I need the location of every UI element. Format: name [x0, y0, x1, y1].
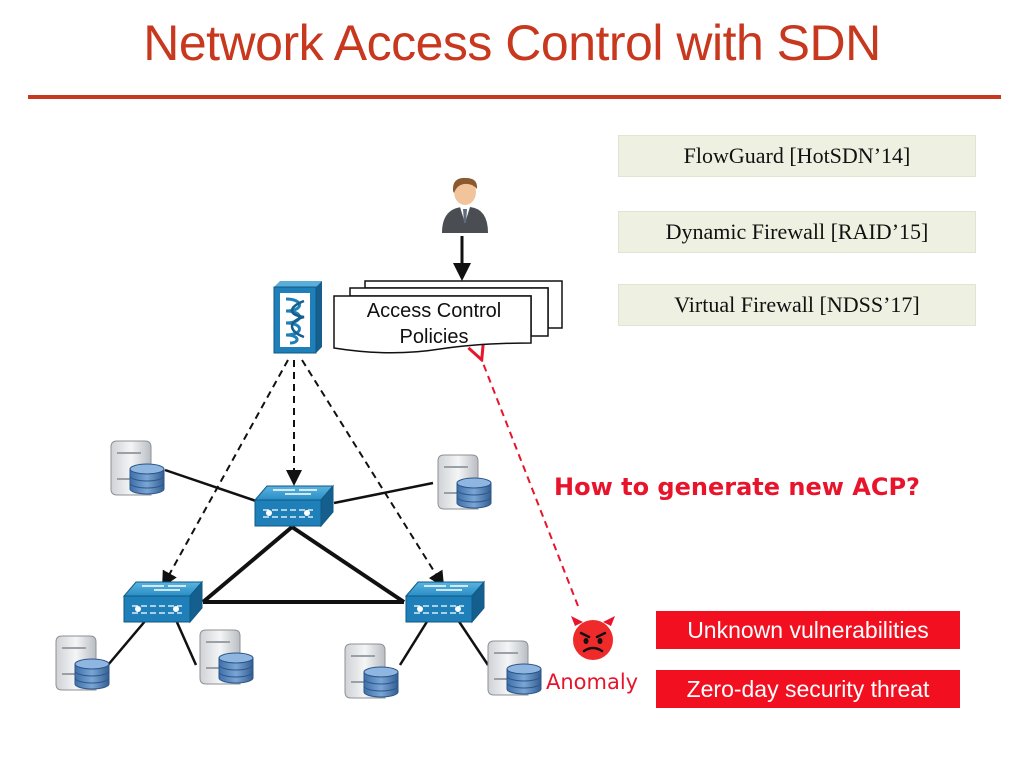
title-divider — [28, 95, 1001, 99]
acp-question: How to generate new ACP? — [554, 473, 920, 501]
network-links — [107, 468, 490, 666]
threat-box-zero-day: Zero-day security threat — [656, 670, 960, 708]
anomaly-label: Anomaly — [546, 670, 639, 694]
administrator-person-icon — [442, 177, 488, 233]
server-database-icon — [55, 635, 110, 691]
switch-triangle-links — [201, 525, 406, 604]
policies-label-line2: Policies — [399, 326, 469, 348]
control-channel-arrows — [162, 359, 445, 588]
network-switch-icon — [405, 581, 485, 623]
document-stack-icon — [333, 280, 563, 354]
network-switch-icon — [254, 485, 334, 527]
server-database-icon — [487, 640, 542, 696]
page-title: Network Access Control with SDN — [143, 15, 881, 71]
server-database-icon — [437, 454, 492, 510]
anomaly-arrow — [481, 358, 579, 607]
reference-box-virtual-firewall: Virtual Firewall [NDSS’17] — [618, 284, 976, 326]
sdn-controller-icon — [273, 281, 322, 354]
network-switch-icon — [123, 581, 203, 623]
devil-face-icon — [571, 616, 615, 660]
server-database-icon — [110, 440, 165, 496]
threat-box-unknown-vulnerabilities: Unknown vulnerabilities — [656, 611, 960, 649]
reference-box-flowguard: FlowGuard [HotSDN’14] — [618, 135, 976, 177]
policies-label-line1: Access Control — [366, 300, 502, 322]
server-database-icon — [199, 629, 254, 685]
reference-box-dynamic-firewall: Dynamic Firewall [RAID’15] — [618, 211, 976, 253]
server-database-icon — [344, 643, 399, 699]
access-control-policies-label: Access Control Policies — [337, 298, 531, 350]
